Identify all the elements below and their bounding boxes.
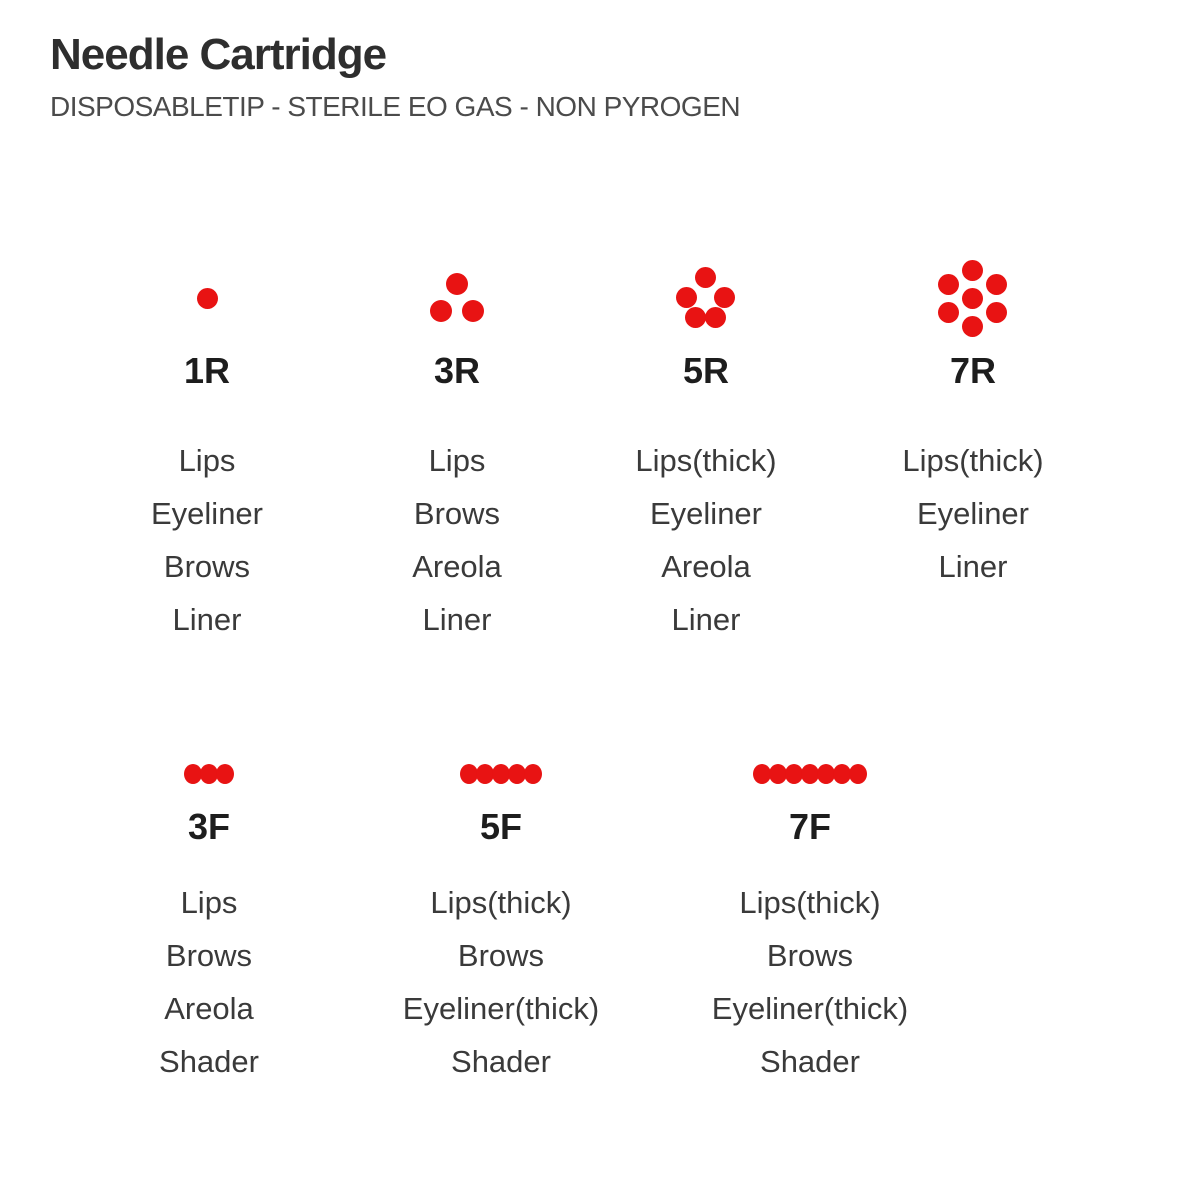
use-item: Brows [766,938,854,973]
needle-dot [430,300,452,322]
header: Needle Cartridge DISPOSABLETIP - STERILE… [50,30,741,123]
needle-code: 3F [187,806,230,847]
needle-cluster-7f-icon [660,746,960,802]
needle-dot [492,764,510,784]
use-list: Lips Brows Areola Shader [59,876,359,1088]
page-title: Needle Cartridge [50,30,387,79]
use-item: Brows [457,938,545,973]
needle-dot [938,301,959,323]
use-item: Eyeliner(thick) [402,991,600,1026]
use-item: Eyeliner [650,496,762,531]
needle-dot [785,764,803,784]
needle-dot [769,764,787,784]
needle-dot [446,273,468,295]
needle-dot [508,764,526,784]
needle-dot [460,764,478,784]
needle-type-1r: 1R Lips Eyeliner Brows Liner [57,250,357,646]
needle-dot [714,287,735,308]
use-item: Eyeliner [151,496,263,531]
needle-dot [705,307,726,328]
use-list: Lips Brows Areola Liner [307,434,607,646]
needle-cluster-3f-icon [59,746,359,802]
needle-dot [216,764,234,784]
needle-dot [685,307,706,328]
use-item: Lips(thick) [739,885,881,920]
needle-dot [986,301,1007,323]
needle-dot [462,300,484,322]
needle-dot [962,259,983,281]
needle-type-3r: 3R Lips Brows Areola Liner [307,250,607,646]
use-item: Shader [760,1044,860,1079]
use-item: Liner [422,602,492,637]
use-list: Lips Eyeliner Brows Liner [57,434,357,646]
needle-dot [524,764,542,784]
needle-cluster-1r-icon [57,250,357,346]
use-item: Lips(thick) [635,443,777,478]
use-item: Lips(thick) [902,443,1044,478]
needle-dot [200,764,218,784]
needle-dot [676,287,697,308]
needle-code: 7R [949,350,997,391]
needle-dot [986,273,1007,295]
needle-dot [801,764,819,784]
needle-dot [962,287,983,309]
use-item: Liner [172,602,242,637]
needle-cluster-7r-icon [823,250,1123,346]
use-item: Eyeliner(thick) [711,991,909,1026]
use-list: Lips(thick) Brows Eyeliner(thick) Shader [351,876,651,1088]
needle-dot [695,267,716,288]
needle-type-7r: 7R Lips(thick) Eyeliner Liner [823,250,1123,593]
use-item: Lips [180,885,238,920]
needle-dot [184,764,202,784]
use-item: Areola [164,991,254,1026]
needle-dot [962,315,983,337]
use-item: Liner [671,602,741,637]
needle-dot [753,764,771,784]
needle-code: 5R [682,350,730,391]
use-item: Lips(thick) [430,885,572,920]
needle-code: 3R [433,350,481,391]
use-item: Lips [428,443,486,478]
use-list: Lips(thick) Brows Eyeliner(thick) Shader [660,876,960,1088]
needle-dot [476,764,494,784]
use-item: Brows [165,938,253,973]
use-item: Brows [163,549,251,584]
use-item: Lips [178,443,236,478]
needle-code: 7F [788,806,831,847]
needle-type-7f: 7F Lips(thick) Brows Eyeliner(thick) Sha… [660,746,960,1088]
use-list: Lips(thick) Eyeliner Liner [823,434,1123,593]
needle-cluster-3r-icon [307,250,607,346]
use-item: Areola [412,549,502,584]
needle-code: 5F [479,806,522,847]
needle-dot [938,273,959,295]
needle-dot [833,764,851,784]
needle-cluster-5f-icon [351,746,651,802]
use-item: Areola [661,549,751,584]
needle-dot [817,764,835,784]
use-item: Eyeliner [917,496,1029,531]
needle-code: 1R [183,350,231,391]
needle-type-5r: 5R Lips(thick) Eyeliner Areola Liner [556,250,856,646]
use-item: Liner [938,549,1008,584]
use-item: Shader [451,1044,551,1079]
page-subtitle: DISPOSABLETIP - STERILE EO GAS - NON PYR… [50,90,741,122]
needle-cluster-5r-icon [556,250,856,346]
needle-type-3f: 3F Lips Brows Areola Shader [59,746,359,1088]
use-item: Brows [413,496,501,531]
needle-type-5f: 5F Lips(thick) Brows Eyeliner(thick) Sha… [351,746,651,1088]
use-list: Lips(thick) Eyeliner Areola Liner [556,434,856,646]
use-item: Shader [159,1044,259,1079]
needle-dot [849,764,867,784]
needle-dot [196,287,218,309]
